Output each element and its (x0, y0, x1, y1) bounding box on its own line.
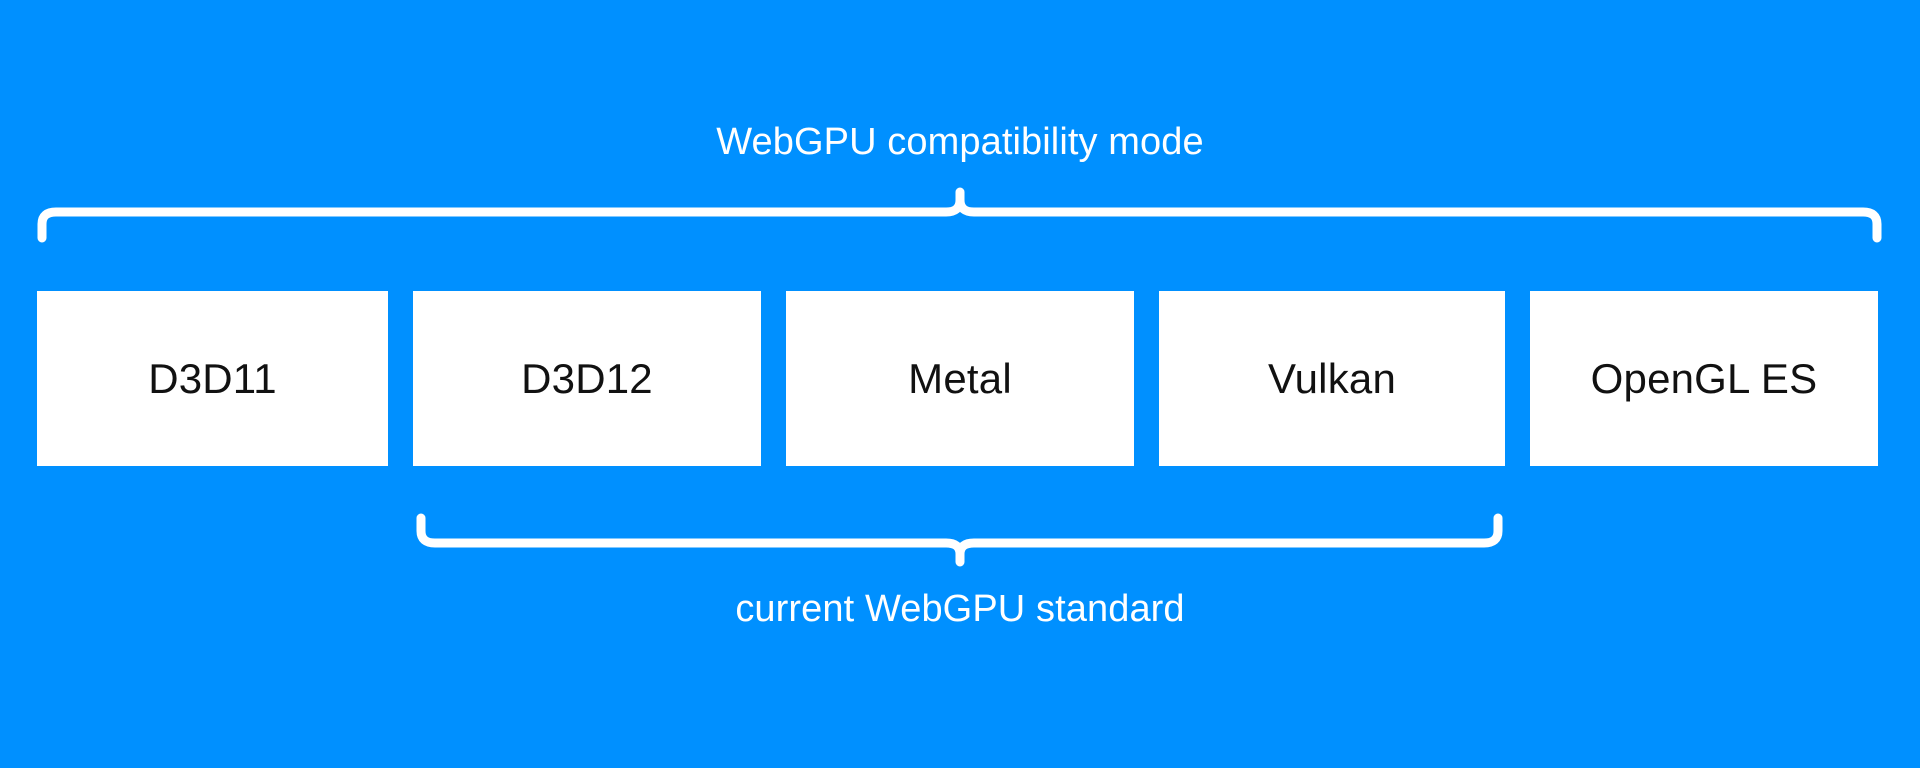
backend-box-row: D3D11 D3D12 Metal Vulkan OpenGL ES (37, 291, 1883, 466)
backend-box-d3d11[interactable]: D3D11 (37, 291, 388, 466)
backend-box-label: Vulkan (1267, 354, 1397, 402)
backend-box-label: Metal (908, 354, 1012, 402)
top-group-label: WebGPU compatibility mode (716, 121, 1204, 163)
bottom-group-label: current WebGPU standard (735, 588, 1185, 630)
backend-box-opengl-es[interactable]: OpenGL ES (1530, 291, 1878, 466)
backend-box-vulkan[interactable]: Vulkan (1159, 291, 1505, 466)
backend-box-metal[interactable]: Metal (786, 291, 1134, 466)
backend-box-label: D3D12 (521, 354, 653, 402)
backend-box-d3d12[interactable]: D3D12 (413, 291, 761, 466)
top-brace-icon (37, 187, 1882, 243)
backend-box-label: D3D11 (148, 354, 277, 402)
backend-box-label: OpenGL ES (1590, 354, 1818, 402)
bottom-brace-icon (416, 513, 1503, 567)
